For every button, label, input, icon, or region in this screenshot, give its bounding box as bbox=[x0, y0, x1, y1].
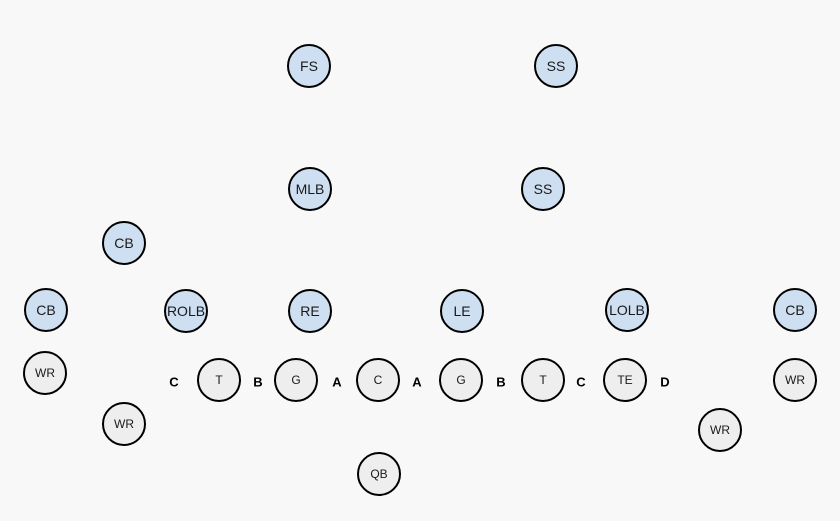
player-label: TE bbox=[617, 373, 633, 387]
player-label: G bbox=[456, 373, 466, 387]
player-label: LOLB bbox=[609, 302, 645, 318]
gap-label-c-left: C bbox=[169, 374, 179, 390]
player-label: SS bbox=[533, 181, 553, 197]
gap-label-b-left: B bbox=[253, 374, 263, 390]
player-fs: FS bbox=[287, 44, 331, 88]
player-le: LE bbox=[440, 289, 484, 333]
player-tackle-left: T bbox=[197, 358, 241, 402]
player-label: CB bbox=[785, 302, 805, 318]
gap-label-c-right: C bbox=[576, 374, 586, 390]
player-cb-right: CB bbox=[773, 288, 817, 332]
player-rolb: ROLB bbox=[164, 289, 208, 333]
player-wr-left: WR bbox=[23, 351, 67, 395]
player-wr-right: WR bbox=[773, 358, 817, 402]
player-guard-right: G bbox=[439, 358, 483, 402]
player-mlb: MLB bbox=[288, 167, 332, 211]
player-label: FS bbox=[300, 58, 318, 74]
player-tackle-right: T bbox=[521, 358, 565, 402]
gap-label-b-right: B bbox=[496, 374, 506, 390]
player-label: WR bbox=[114, 417, 134, 431]
player-label: WR bbox=[710, 423, 730, 437]
player-lolb: LOLB bbox=[605, 288, 649, 332]
player-label: QB bbox=[370, 467, 388, 481]
player-label: CB bbox=[36, 302, 56, 318]
player-label: SS bbox=[546, 58, 566, 74]
player-cb-left-deep: CB bbox=[102, 221, 146, 265]
player-ss: SS bbox=[521, 167, 565, 211]
player-label: ROLB bbox=[166, 303, 206, 319]
player-re: RE bbox=[288, 289, 332, 333]
player-label: G bbox=[291, 373, 301, 387]
player-wr-left-slot: WR bbox=[102, 402, 146, 446]
player-label: T bbox=[539, 373, 547, 387]
player-center: C bbox=[356, 358, 400, 402]
player-qb: QB bbox=[357, 452, 401, 496]
player-ss-deep: SS bbox=[534, 44, 578, 88]
player-label: C bbox=[373, 373, 383, 387]
gap-label-a-right: A bbox=[412, 374, 422, 390]
gap-label-d-right: D bbox=[660, 374, 670, 390]
gap-label-a-left: A bbox=[332, 374, 342, 390]
player-label: RE bbox=[300, 303, 320, 319]
player-label: WR bbox=[785, 373, 805, 387]
player-cb-left: CB bbox=[24, 288, 68, 332]
player-te: TE bbox=[603, 358, 647, 402]
player-label: MLB bbox=[295, 181, 325, 197]
player-label: T bbox=[215, 373, 223, 387]
player-label: CB bbox=[114, 235, 134, 251]
player-wr-right-slot: WR bbox=[698, 408, 742, 452]
player-guard-left: G bbox=[274, 358, 318, 402]
player-label: LE bbox=[453, 303, 471, 319]
player-label: WR bbox=[35, 366, 55, 380]
